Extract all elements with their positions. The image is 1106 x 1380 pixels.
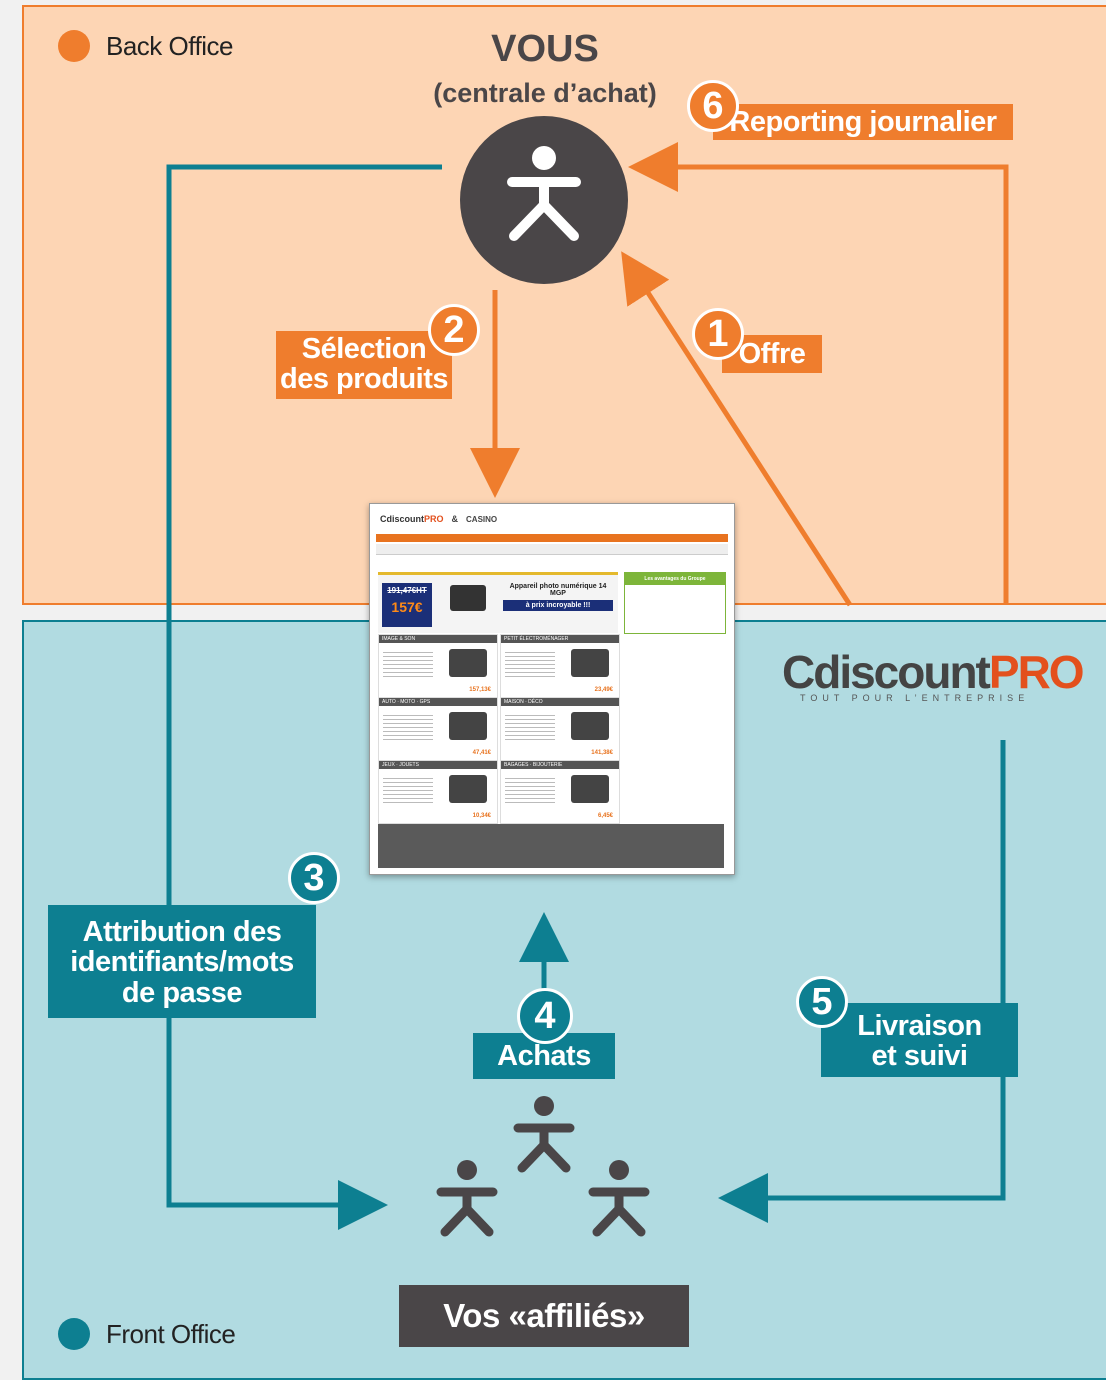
central-person-icon xyxy=(460,116,628,284)
step5-number: 5 xyxy=(796,976,848,1028)
site-footer xyxy=(378,824,724,868)
step2-label-line2: des produits xyxy=(279,363,449,396)
site-banner: 191,47€HT 157€ Appareil photo numérique … xyxy=(378,572,618,633)
affiliates-label: Vos «affiliés» xyxy=(399,1285,689,1347)
brand-name-main: Cdiscount xyxy=(782,646,991,698)
arrow-reporting xyxy=(628,142,1009,605)
center-title: VOUS xyxy=(491,28,599,70)
step2-label: Sélection des produits xyxy=(276,331,452,399)
step2-number: 2 xyxy=(428,304,480,356)
legend-back-office-label: Back Office xyxy=(106,30,233,61)
legend-back-office: Back Office xyxy=(58,30,233,62)
cdiscount-pro-logo: CdiscountPRO TOUT POUR L’ENTREPRISE xyxy=(782,645,1085,705)
legend-front-office-label: Front Office xyxy=(106,1318,236,1349)
legend-front-office: Front Office xyxy=(58,1318,236,1350)
site-price-box: 191,47€HT 157€ xyxy=(382,583,432,627)
step3-label-line2: identifiants/mots xyxy=(70,946,294,979)
site-partner: CASINO xyxy=(466,514,498,524)
step3-label-line3: de passe xyxy=(121,976,243,1009)
site-menu xyxy=(376,544,728,555)
step1-number: 1 xyxy=(692,308,744,360)
orange-dot-icon xyxy=(58,30,90,62)
brand-name-accent: PRO xyxy=(988,646,1085,698)
step3-number: 3 xyxy=(288,852,340,904)
site-side-panel: Les avantages du Groupe xyxy=(624,572,726,634)
teal-dot-icon xyxy=(58,1318,90,1350)
step3-label-line1: Attribution des xyxy=(82,916,282,948)
camera-icon xyxy=(450,585,486,611)
site-promo: Appareil photo numérique 14 MGP à prix i… xyxy=(503,583,613,611)
site-header: CdiscountPRO & CASINO xyxy=(380,514,498,524)
step5-label-line1: Livraison xyxy=(857,1010,982,1042)
step5-label: Livraison et suivi xyxy=(821,1003,1018,1077)
arrow-attribution xyxy=(166,164,442,1230)
site-logo: CdiscountPRO xyxy=(380,514,444,524)
step4-number: 4 xyxy=(517,988,573,1044)
step3-label: Attribution des identifiants/mots de pas… xyxy=(48,905,316,1018)
step2-label-line1: Sélection xyxy=(301,333,427,365)
arrow-livraison xyxy=(718,740,1006,1223)
center-subtitle: (centrale d’achat) xyxy=(433,78,657,108)
step5-label-line2: et suivi xyxy=(871,1040,968,1073)
affiliates-people-icon xyxy=(436,1096,650,1237)
site-search-bar xyxy=(376,534,728,542)
arrow-offre xyxy=(621,251,853,607)
step6-number: 6 xyxy=(687,80,739,132)
brand-tagline: TOUT POUR L’ENTREPRISE xyxy=(800,693,1030,703)
website-mockup: CdiscountPRO & CASINO 191,47€HT 157€ App… xyxy=(369,503,735,875)
step6-label: Reporting journalier xyxy=(713,104,1013,140)
